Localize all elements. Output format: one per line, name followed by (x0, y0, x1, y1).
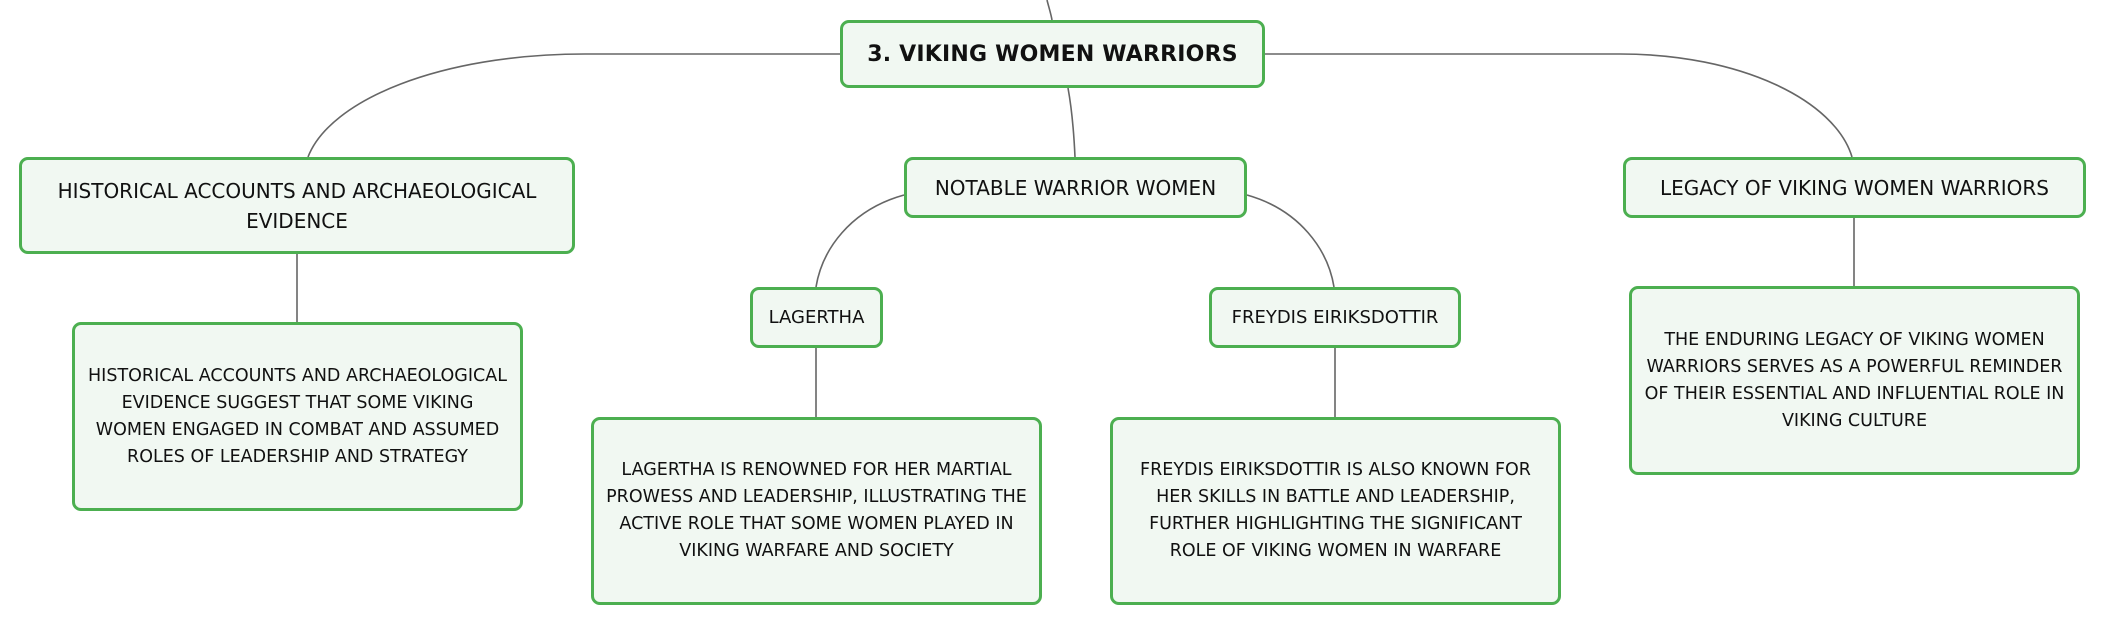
connector-root-to-notable (1067, 87, 1076, 158)
detail-node-legacy[interactable]: THE ENDURING LEGACY OF VIKING WOMEN WARR… (1629, 286, 2080, 475)
connector-root-to-historical (307, 53, 840, 158)
detail-text: LAGERTHA IS RENOWNED FOR HER MARTIAL PRO… (606, 460, 1027, 561)
connector-root-to-legacy (1265, 53, 1853, 158)
topic-label: HISTORICAL ACCOUNTS AND ARCHAEOLOGICAL E… (57, 178, 537, 233)
topic-label: LEGACY OF VIKING WOMEN WARRIORS (1660, 175, 2049, 200)
topic-label: NOTABLE WARRIOR WOMEN (934, 175, 1217, 200)
detail-text: FREYDIS EIRIKSDOTTIR IS ALSO KNOWN FOR H… (1140, 460, 1531, 561)
topic-node-legacy[interactable]: LEGACY OF VIKING WOMEN WARRIORS (1623, 157, 2086, 218)
detail-node-freydis-eiriksdottir[interactable]: FREYDIS EIRIKSDOTTIR IS ALSO KNOWN FOR H… (1110, 417, 1561, 605)
connector-notable-to-lagertha (815, 194, 905, 288)
root-node[interactable]: 3. VIKING WOMEN WARRIORS (840, 20, 1265, 88)
subtopic-label: LAGERTHA (768, 307, 865, 328)
detail-text: THE ENDURING LEGACY OF VIKING WOMEN WARR… (1644, 329, 2065, 431)
subtopic-label: FREYDIS EIRIKSDOTTIR (1231, 307, 1439, 328)
connector-parent-to-root (1046, 0, 1053, 21)
subtopic-node-lagertha[interactable]: LAGERTHA (750, 287, 883, 348)
detail-text: HISTORICAL ACCOUNTS AND ARCHAEOLOGICAL E… (88, 365, 507, 467)
topic-node-notable-warrior-women[interactable]: NOTABLE WARRIOR WOMEN (904, 157, 1247, 218)
connector-notable-to-freydis (1246, 194, 1335, 288)
detail-node-lagertha[interactable]: LAGERTHA IS RENOWNED FOR HER MARTIAL PRO… (591, 417, 1042, 605)
subtopic-node-freydis-eiriksdottir[interactable]: FREYDIS EIRIKSDOTTIR (1209, 287, 1461, 348)
topic-node-historical-accounts[interactable]: HISTORICAL ACCOUNTS AND ARCHAEOLOGICAL E… (19, 157, 575, 254)
detail-node-historical-accounts[interactable]: HISTORICAL ACCOUNTS AND ARCHAEOLOGICAL E… (72, 322, 523, 511)
root-label: 3. VIKING WOMEN WARRIORS (867, 41, 1238, 67)
